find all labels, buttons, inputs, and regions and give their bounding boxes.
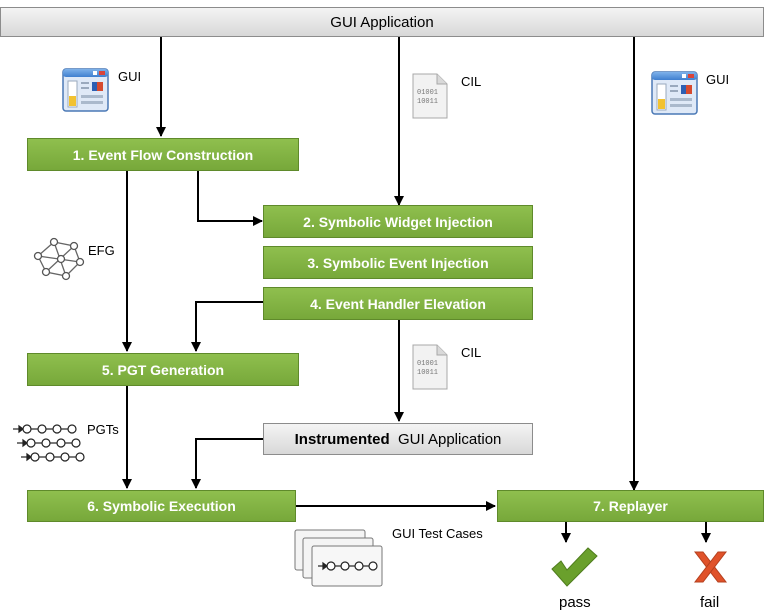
step-event-handler-elevation: 4. Event Handler Elevation <box>263 287 533 320</box>
cil-binary-line-1: 01001 <box>417 89 438 97</box>
step-pgt-generation: 5. PGT Generation <box>27 353 299 386</box>
test-cases-documents-icon <box>294 529 383 587</box>
efg-label: EFG <box>88 243 115 258</box>
pgts-label: PGTs <box>87 422 119 437</box>
gui-label-left: GUI <box>118 69 142 84</box>
fail-label: fail <box>700 594 720 611</box>
pgt-sequence-icon <box>13 424 85 462</box>
arrow-instrumented-to-step6 <box>191 438 263 489</box>
connectors <box>122 37 711 543</box>
arrow-step1-to-step2 <box>197 171 263 226</box>
gui-window-icon-left <box>62 68 109 112</box>
gui-window-icon-right <box>651 71 698 115</box>
pass-check-icon <box>551 547 598 587</box>
pgt-row-2 <box>17 438 81 448</box>
pass-label: pass <box>559 594 591 611</box>
pgt-row-3 <box>21 452 85 462</box>
step-symbolic-widget-injection: 2. Symbolic Widget Injection <box>263 205 533 238</box>
gui-label-right: GUI <box>706 72 730 87</box>
efg-graph-icon <box>33 237 85 281</box>
pgt-row-1 <box>13 424 77 434</box>
gui-application-bar: GUI Application <box>0 7 764 37</box>
step-event-flow-construction: 1. Event Flow Construction <box>27 138 299 171</box>
arrow-step4-to-step5 <box>191 301 263 352</box>
cil-label-top: CIL <box>461 74 482 89</box>
instrumented-gui-application-box: Instrumented GUI Application <box>263 423 533 455</box>
test-case-sequence-icon <box>318 561 378 571</box>
step-symbolic-event-injection: 3. Symbolic Event Injection <box>263 246 533 279</box>
instrumented-bold-label: Instrumented <box>294 430 390 448</box>
cil-binary-line-2: 10011 <box>417 369 438 377</box>
cil-document-icon-top: 01001 10011 <box>412 73 448 119</box>
cil-document-icon-mid: 01001 10011 <box>412 344 448 390</box>
fail-cross-icon <box>693 551 728 583</box>
cil-label-mid: CIL <box>461 345 482 360</box>
gui-test-cases-label: GUI Test Cases <box>392 526 483 541</box>
cil-binary-line-1: 01001 <box>417 360 438 368</box>
cil-binary-line-2: 10011 <box>417 98 438 106</box>
instrumented-rest-label: GUI Application <box>397 430 502 448</box>
step-symbolic-execution: 6. Symbolic Execution <box>27 490 296 522</box>
step-replayer: 7. Replayer <box>497 490 764 522</box>
